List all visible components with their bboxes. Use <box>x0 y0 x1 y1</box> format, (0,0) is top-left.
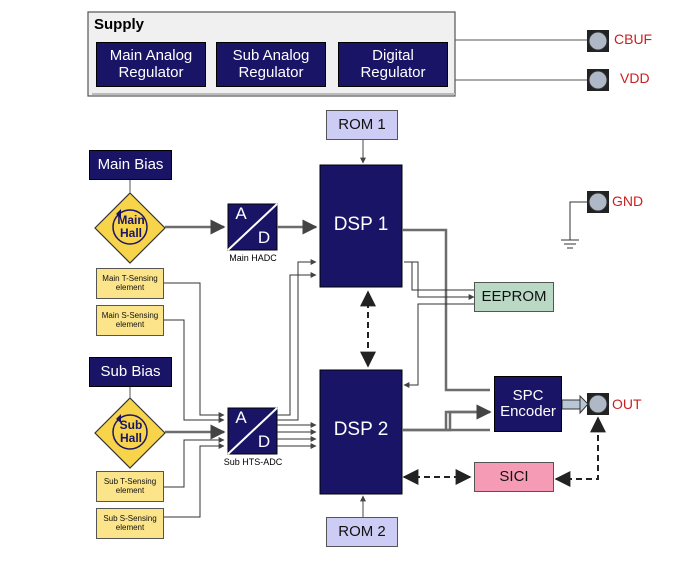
dsp1-box <box>319 164 403 288</box>
eeprom-block: EEPROM <box>474 282 554 312</box>
dsp2-label: DSP 2 <box>333 418 389 440</box>
supply-title: Supply <box>94 16 145 33</box>
sub-bias-block: Sub Bias <box>89 357 172 387</box>
sub-adc-d: D <box>257 431 271 451</box>
main-adc-box <box>227 203 278 251</box>
main-t-sensing-element: Main T-Sensing element <box>96 268 164 299</box>
sub-adc-a: A <box>235 407 247 427</box>
main-adc-d: D <box>257 227 271 247</box>
rom2-block: ROM 2 <box>326 517 398 547</box>
spc-encoder-block: SPC Encoder <box>494 376 562 432</box>
pin-cbuf-pad <box>587 30 609 52</box>
sub-analog-regulator: Sub Analog Regulator <box>216 42 326 87</box>
dsp1-label: DSP 1 <box>333 213 389 235</box>
main-adc-a: A <box>235 203 247 223</box>
digital-regulator: Digital Regulator <box>338 42 448 87</box>
sub-t-sensing-element: Sub T-Sensing element <box>96 471 164 502</box>
main-bias-block: Main Bias <box>89 150 172 180</box>
sub-hts-adc-caption: Sub HTS-ADC <box>223 457 283 468</box>
pin-vdd-pad <box>587 69 609 91</box>
sici-block: SICI <box>474 462 554 492</box>
main-hadc-caption: Main HADC <box>229 253 277 264</box>
rom1-block: ROM 1 <box>326 110 398 140</box>
pin-gnd-label: GND <box>612 193 644 209</box>
sub-hall-diamond <box>94 397 166 469</box>
sub-hall-label: Sub Hall <box>119 417 143 445</box>
sub-s-sensing-element: Sub S-Sensing element <box>96 508 164 539</box>
ground-symbol <box>561 201 588 249</box>
sub-adc-box <box>227 407 278 455</box>
main-hall-diamond <box>94 192 166 264</box>
main-hall-label: Main Hall <box>117 212 145 240</box>
dsp2-box <box>319 369 403 495</box>
pin-gnd-pad <box>587 191 609 213</box>
pin-vdd-label: VDD <box>620 70 650 86</box>
pin-cbuf-label: CBUF <box>614 31 653 47</box>
main-analog-regulator: Main Analog Regulator <box>96 42 206 87</box>
spc-output-arrow <box>561 394 589 415</box>
main-s-sensing-element: Main S-Sensing element <box>96 305 164 336</box>
pin-out-label: OUT <box>612 396 642 412</box>
pin-out-pad <box>587 393 609 415</box>
